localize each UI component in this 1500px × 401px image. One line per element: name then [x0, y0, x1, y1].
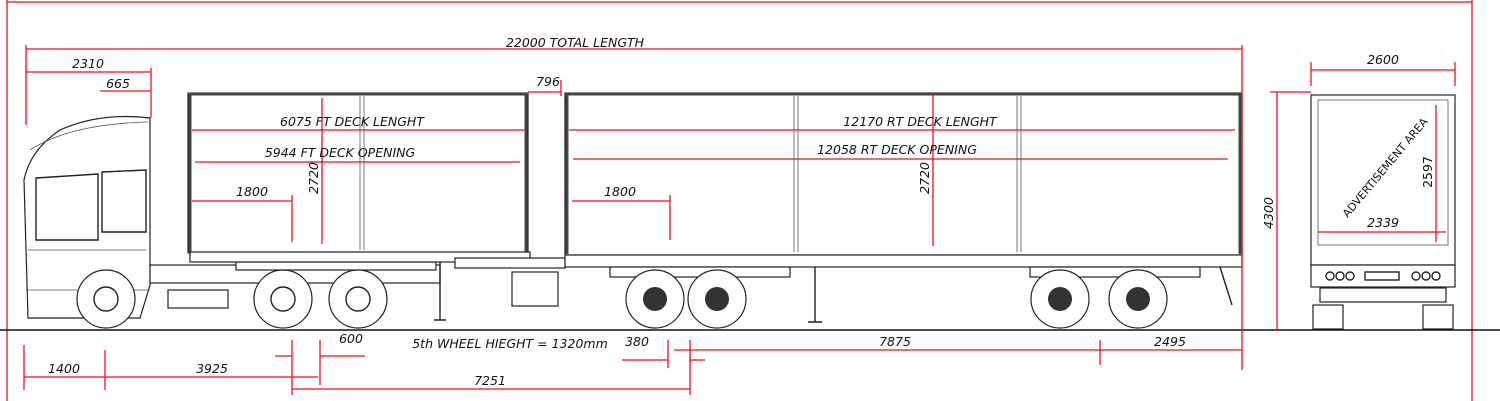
wheel — [687, 269, 747, 329]
wheels — [76, 269, 1168, 329]
ft-deck-opening-label: 5944 FT DECK OPENING — [265, 145, 416, 160]
rear-opening-height-label: 2597 — [1420, 156, 1435, 188]
front-overhang-label: 2310 — [72, 56, 104, 71]
fifth-wheel-height-label: 5th WHEEL HIEGHT = 1320mm — [412, 336, 608, 351]
rear-width-label: 2600 — [1367, 52, 1399, 67]
front-trailer — [187, 92, 566, 321]
overall-height-label: 4300 — [1261, 197, 1276, 229]
ft-1800-label: 1800 — [236, 184, 268, 199]
rt-height-label: 2720 — [917, 162, 932, 194]
wheel — [1030, 269, 1090, 329]
rear-opening-width-label: 2339 — [1367, 215, 1399, 230]
dim-1400-label: 1400 — [48, 361, 80, 376]
cab-offset-label: 665 — [106, 76, 130, 91]
dimension-lines — [23, 45, 1456, 395]
rt-deck-length-label: 12170 RT DECK LENGHT — [843, 114, 998, 129]
wheel — [1108, 269, 1168, 329]
ft-height-label: 2720 — [306, 162, 321, 194]
wheel — [253, 269, 313, 329]
wheel — [625, 269, 685, 329]
dim-7875-label: 7875 — [879, 334, 911, 349]
drawing-frame — [6, 0, 1473, 401]
rt-1800-label: 1800 — [604, 184, 636, 199]
dim-7251-label: 7251 — [474, 373, 506, 388]
rt-deck-opening-label: 12058 RT DECK OPENING — [817, 142, 977, 157]
wheel — [76, 269, 136, 329]
dim-2495-label: 2495 — [1154, 334, 1186, 349]
wheel — [328, 269, 388, 329]
ft-deck-length-label: 6075 FT DECK LENGHT — [280, 114, 425, 129]
dimension-labels: 22000 TOTAL LENGTH 2310 665 796 6075 FT … — [48, 35, 1435, 388]
total-length-label: 22000 TOTAL LENGTH — [506, 35, 645, 50]
dim-600-label: 600 — [339, 331, 363, 346]
dim-380-label: 380 — [625, 334, 649, 349]
dim-3925-label: 3925 — [196, 361, 228, 376]
rear-trailer — [564, 92, 1243, 323]
rear-view: ADVERTISEMENT AREA — [1310, 94, 1456, 330]
trailer-gap-label: 796 — [536, 74, 560, 89]
